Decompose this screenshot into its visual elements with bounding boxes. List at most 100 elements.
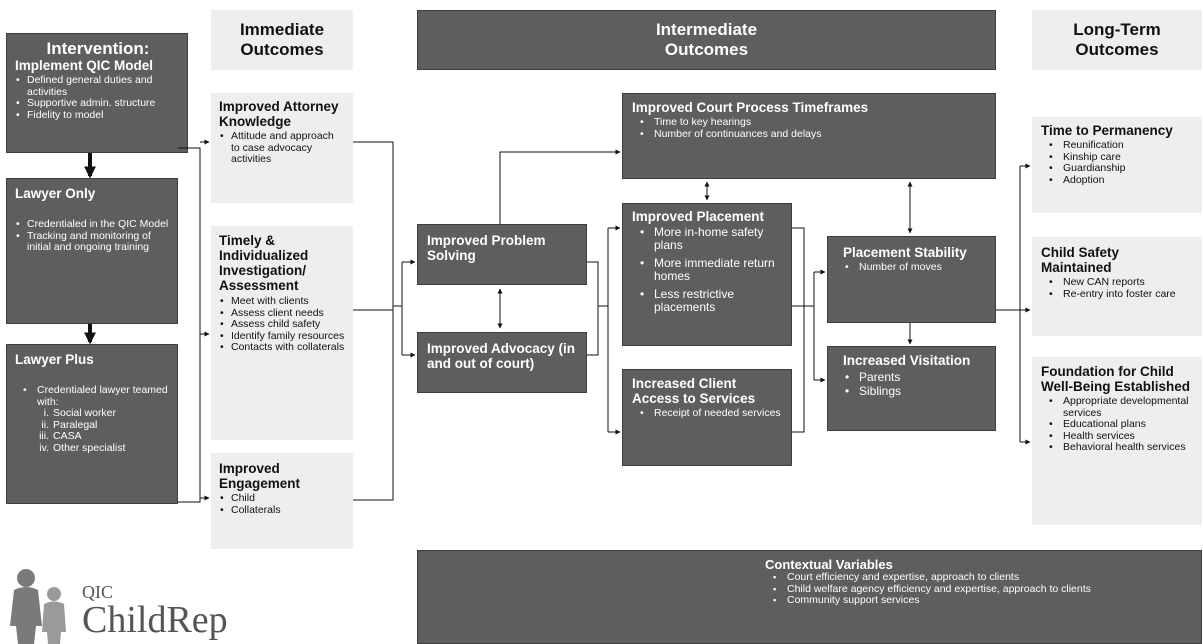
list-item: Child welfare agency efficiency and expe… [765, 583, 1201, 596]
list-item: Re-entry into foster care [1041, 288, 1193, 301]
list-item: Fidelity to model [15, 109, 181, 122]
lawyer-only-box: Lawyer Only Credentialed in the QIC Mode… [6, 178, 178, 324]
intervention-list: Defined general duties and activities Su… [15, 74, 181, 122]
list-item: Tracking and monitoring of initial and o… [15, 230, 171, 254]
time-to-permanency-list: Reunification Kinship care Guardianship … [1041, 139, 1193, 187]
improved-advocacy-box: Improved Advocacy (in and out of court) [417, 332, 587, 393]
bracket-intermediate-left [587, 261, 599, 356]
increased-client-access-box: Increased Client Access to Services Rece… [622, 369, 792, 466]
list-item: Meet with clients [219, 295, 345, 308]
list-item: Credentialed lawyer teamed with: [15, 384, 171, 408]
lawyer-plus-list: Credentialed lawyer teamed with: [15, 384, 171, 408]
child-safety-maintained-list: New CAN reports Re-entry into foster car… [1041, 276, 1193, 301]
improved-court-timeframes-list: Time to key hearings Number of continuan… [632, 116, 986, 141]
list-item: Contacts with collaterals [219, 341, 345, 354]
placement-stability-title: Placement Stability [843, 245, 967, 260]
increased-visitation-title: Increased Visitation [843, 353, 971, 368]
list-item: Defined general duties and activities [15, 74, 181, 98]
contextual-variables-box: Contextual Variables Court efficiency an… [417, 550, 1202, 644]
improved-court-timeframes-title: Improved Court Process Timeframes [632, 100, 869, 115]
improved-engagement-box: Improved Engagement Child Collaterals [211, 453, 353, 549]
bracket-immediate [353, 141, 394, 501]
improved-problem-solving-title: Improved Problem Solving [427, 233, 546, 263]
improved-attorney-knowledge-title: Improved Attorney Knowledge [219, 99, 339, 129]
child-well-being-box: Foundation for Child Well-Being Establis… [1032, 357, 1202, 525]
list-item: Reunification [1041, 139, 1193, 152]
placement-stability-box: Placement Stability Number of moves [827, 236, 996, 323]
lawyer-plus-title: Lawyer Plus [15, 352, 94, 367]
contextual-variables-title: Contextual Variables [765, 557, 893, 572]
immediate-outcomes-header: Immediate Outcomes [211, 10, 353, 70]
list-item: Assess child safety [219, 318, 345, 331]
bracket-intermediate-right [792, 227, 805, 433]
improved-placement-box: Improved Placement More in-home safety p… [622, 203, 792, 346]
increased-visitation-box: Increased Visitation Parents Siblings [827, 346, 996, 431]
lawyer-plus-sublist: Social worker Paralegal CASA Other speci… [15, 407, 171, 454]
list-item: Behavioral health services [1041, 441, 1193, 454]
logo-small-text: QIC [82, 582, 113, 602]
child-well-being-title: Foundation for Child Well-Being Establis… [1041, 364, 1191, 394]
list-item: New CAN reports [1041, 276, 1193, 289]
lawyer-plus-box: Lawyer Plus Credentialed lawyer teamed w… [6, 344, 178, 504]
timely-investigation-title: Timely & Individualized Investigation/ A… [219, 233, 309, 293]
placement-stability-list: Number of moves [837, 261, 986, 274]
list-item: Court efficiency and expertise, approach… [765, 571, 1201, 584]
improved-advocacy-title: Improved Advocacy (in and out of court) [427, 341, 576, 371]
child-safety-maintained-box: Child Safety Maintained New CAN reports … [1032, 237, 1202, 336]
list-item: Number of continuances and delays [632, 128, 986, 141]
list-item: Less restrictive placements [632, 288, 782, 314]
improved-court-timeframes-box: Improved Court Process Timeframes Time t… [622, 93, 996, 179]
improved-engagement-list: Child Collaterals [219, 492, 345, 517]
time-to-permanency-title: Time to Permanency [1041, 123, 1173, 138]
list-item: Siblings [837, 384, 986, 398]
list-item: Assess client needs [219, 307, 345, 320]
list-item: More in-home safety plans [632, 226, 782, 252]
child-safety-maintained-title: Child Safety Maintained [1041, 245, 1120, 275]
timely-investigation-list: Meet with clients Assess client needs As… [219, 295, 345, 354]
list-item: Adoption [1041, 174, 1193, 187]
intermediate-outcomes-header: Intermediate Outcomes [417, 10, 996, 70]
list-item: Guardianship [1041, 162, 1193, 175]
lawyer-only-title: Lawyer Only [15, 186, 96, 201]
list-item: CASA [15, 430, 171, 443]
contextual-variables-list: Court efficiency and expertise, approach… [765, 571, 1201, 607]
improved-placement-list: More in-home safety plans More immediate… [632, 226, 782, 314]
improved-placement-title: Improved Placement [632, 209, 765, 224]
improved-engagement-title: Improved Engagement [219, 461, 301, 491]
list-item: Child [219, 492, 345, 505]
list-item: Parents [837, 370, 986, 384]
list-item: More immediate return homes [632, 257, 782, 283]
list-item: Identify family resources [219, 330, 345, 343]
long-term-outcomes-header: Long-Term Outcomes [1032, 10, 1202, 70]
list-item: Number of moves [837, 261, 986, 274]
list-item: Collaterals [219, 504, 345, 517]
list-item: Supportive admin. structure [15, 97, 181, 110]
intervention-subtitle: Implement QIC Model [15, 58, 154, 73]
list-item: Educational plans [1041, 418, 1193, 431]
list-item: Appropriate developmental services [1041, 395, 1193, 419]
list-item: Receipt of needed services [632, 407, 782, 420]
family-silhouette-icon [10, 569, 66, 644]
list-item: Community support services [765, 594, 1201, 607]
child-well-being-list: Appropriate developmental services Educa… [1041, 395, 1193, 454]
list-item: Time to key hearings [632, 116, 986, 129]
list-item: Social worker [15, 407, 171, 420]
increased-client-access-list: Receipt of needed services [632, 407, 782, 420]
increased-client-access-title: Increased Client Access to Services [632, 376, 756, 406]
lawyer-only-list: Credentialed in the QIC Model Tracking a… [15, 218, 171, 254]
time-to-permanency-box: Time to Permanency Reunification Kinship… [1032, 117, 1202, 213]
intervention-box: Intervention: Implement QIC Model Define… [6, 33, 188, 153]
bracket-lawyers [178, 147, 201, 503]
list-item: Health services [1041, 430, 1193, 443]
improved-attorney-knowledge-list: Attitude and approach to case advocacy a… [219, 130, 345, 166]
improved-attorney-knowledge-box: Improved Attorney Knowledge Attitude and… [211, 93, 353, 203]
improved-problem-solving-box: Improved Problem Solving [417, 224, 587, 285]
intervention-title: Intervention: [46, 39, 150, 58]
increased-visitation-list: Parents Siblings [837, 370, 986, 398]
arrow-to-court-timeframes [499, 149, 621, 224]
qic-childrep-logo: QIC ChildRep [4, 566, 244, 644]
timely-investigation-box: Timely & Individualized Investigation/ A… [211, 226, 353, 440]
list-item: Credentialed in the QIC Model [15, 218, 171, 231]
list-item: Paralegal [15, 419, 171, 432]
